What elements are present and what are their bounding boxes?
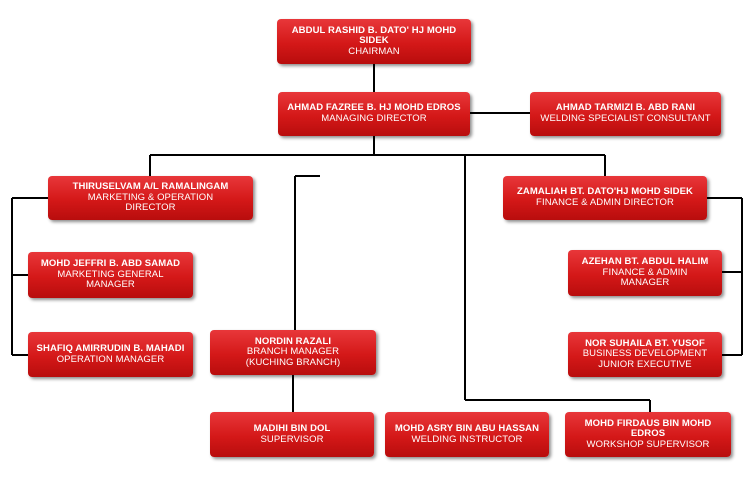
operation-manager-box: SHAFIQ AMIRRUDIN B. MAHADI OPERATION MAN… (28, 332, 193, 377)
welding-instructor-box: MOHD ASRY BIN ABU HASSAN WELDING INSTRUC… (385, 412, 549, 457)
bd-executive-title-line1: BUSINESS DEVELOPMENT (582, 348, 708, 360)
chairman-box: ABDUL RASHID B. DATO' HJ MOHD SIDEK CHAI… (277, 19, 471, 64)
supervisor-title: SUPERVISOR (260, 433, 324, 445)
workshop-supervisor-title: WORKSHOP SUPERVISOR (586, 438, 710, 450)
welding-instructor-title: WELDING INSTRUCTOR (411, 433, 523, 445)
finance-manager-box: AZEHAN BT. ABDUL HALIM FINANCE & ADMIN M… (568, 250, 722, 296)
supervisor-name: MADIHI BIN DOL (253, 422, 331, 434)
managing-director-box: AHMAD FAZREE B. HJ MOHD EDROS MANAGING D… (278, 92, 470, 136)
supervisor-box: MADIHI BIN DOL SUPERVISOR (210, 412, 374, 457)
operation-manager-name: SHAFIQ AMIRRUDIN B. MAHADI (36, 342, 185, 354)
marketing-gm-name: MOHD JEFFRI B. ABD SAMAD (40, 258, 181, 270)
marketing-director-box: THIRUSELVAM A/L RAMALINGAM MARKETING & O… (48, 176, 253, 220)
chairman-name: ABDUL RASHID B. DATO' HJ MOHD SIDEK (291, 24, 457, 47)
marketing-gm-box: MOHD JEFFRI B. ABD SAMAD MARKETING GENER… (28, 252, 193, 298)
branch-manager-box: NORDIN RAZALI BRANCH MANAGER (KUCHING BR… (210, 330, 376, 375)
managing-director-name: AHMAD FAZREE B. HJ MOHD EDROS (287, 102, 461, 114)
branch-manager-name: NORDIN RAZALI (254, 335, 332, 347)
consultant-title: WELDING SPECIALIST CONSULTANT (540, 113, 711, 124)
workshop-supervisor-box: MOHD FIRDAUS BIN MOHD EDROS WORKSHOP SUP… (565, 412, 731, 457)
chairman-title: CHAIRMAN (348, 45, 400, 57)
welding-instructor-name: MOHD ASRY BIN ABU HASSAN (394, 422, 540, 434)
marketing-director-title-line1: MARKETING & OPERATION (87, 191, 214, 203)
marketing-gm-title: MARKETING GENERAL MANAGER (57, 268, 164, 291)
branch-manager-title-line2: (KUCHING BRANCH) (245, 356, 341, 368)
marketing-director-title-line2: DIRECTOR (125, 202, 176, 214)
finance-director-box: ZAMALIAH BT. DATO'HJ MOHD SIDEK FINANCE … (503, 176, 707, 220)
finance-director-title: FINANCE & ADMIN DIRECTOR (536, 197, 674, 208)
bd-executive-box: NOR SUHAILA BT. YUSOF BUSINESS DEVELOPME… (568, 332, 722, 377)
finance-manager-title-line2: MANAGER (620, 277, 670, 289)
finance-director-name: ZAMALIAH BT. DATO'HJ MOHD SIDEK (516, 186, 693, 198)
workshop-supervisor-name: MOHD FIRDAUS BIN MOHD EDROS (584, 417, 712, 440)
managing-director-title: MANAGING DIRECTOR (321, 113, 427, 124)
finance-manager-name: AZEHAN BT. ABDUL HALIM (581, 256, 709, 268)
bd-executive-name: NOR SUHAILA BT. YUSOF (585, 337, 705, 349)
marketing-director-name: THIRUSELVAM A/L RAMALINGAM (72, 181, 229, 193)
bd-executive-title-line2: JUNIOR EXECUTIVE (598, 358, 692, 370)
operation-manager-title: OPERATION MANAGER (56, 353, 165, 365)
branch-manager-title-line1: BRANCH MANAGER (246, 346, 340, 358)
finance-manager-title-line1: FINANCE & ADMIN (602, 266, 688, 278)
consultant-box: AHMAD TARMIZI B. ABD RANI WELDING SPECIA… (530, 92, 721, 136)
consultant-name: AHMAD TARMIZI B. ABD RANI (555, 102, 696, 114)
